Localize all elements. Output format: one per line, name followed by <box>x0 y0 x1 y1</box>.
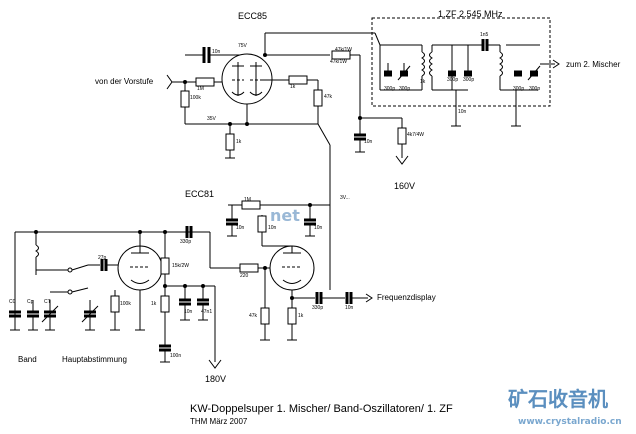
value-label: 1k <box>290 84 296 90</box>
dropping-resistor-4k7 <box>397 127 407 145</box>
supply-arrow-top <box>395 155 409 165</box>
value-label: 300p <box>399 86 411 92</box>
value-label: 10n <box>364 139 373 145</box>
value-label: 27p <box>98 255 107 261</box>
display-arrow <box>365 293 373 303</box>
value-label: 10n <box>236 225 245 231</box>
value-label: 330p <box>180 239 192 245</box>
value-label: 1M <box>244 197 251 203</box>
grid-leak-resistor <box>180 90 190 108</box>
value-label: 100k <box>190 95 201 101</box>
supply-label-bottom: 180V <box>205 374 227 384</box>
ecc85-tube <box>221 53 273 105</box>
if-filter-block <box>371 17 560 127</box>
input-terminal <box>166 74 173 90</box>
value-label: 47k <box>249 313 258 319</box>
value-label: 1k <box>236 139 242 145</box>
supply-arrow-bottom <box>208 359 222 369</box>
value-label: 10n <box>212 49 221 55</box>
ecc81-label: ECC81 <box>185 189 215 199</box>
site-logo: 矿石收音机 <box>508 387 608 411</box>
value-label: 10n <box>184 309 193 315</box>
resistor-1m-bottom <box>241 200 261 210</box>
value-label: 330p <box>312 305 324 311</box>
value-label: CT <box>44 299 51 305</box>
output-signal-label: zum 2. Mischer <box>566 60 621 69</box>
value-label: 220 <box>240 273 249 279</box>
value-label: 1k <box>298 313 304 319</box>
value-label: 47n1 <box>201 309 213 315</box>
value-label: 100k <box>120 301 131 307</box>
tuning-label: Hauptabstimmung <box>62 355 127 364</box>
ecc81-oscillator-stage <box>9 123 373 369</box>
resistor-47k-bottom <box>260 307 270 325</box>
value-label: C0 <box>9 299 16 305</box>
display-signal-label: Frequenzdisplay <box>377 293 436 302</box>
value-label: 75V <box>238 43 247 49</box>
value-label: 300p <box>529 86 541 92</box>
center-watermark: net <box>270 208 300 224</box>
value-label: 300p <box>463 77 475 83</box>
value-label: 300p <box>513 86 525 92</box>
value-label: 1M <box>197 86 204 92</box>
ecc85-label: ECC85 <box>238 11 268 21</box>
band-label: Band <box>18 355 37 364</box>
footer-author: THM März 2007 <box>190 417 248 426</box>
resistor-1k-right <box>287 307 297 325</box>
value-label: 3V... <box>340 195 350 201</box>
value-label: 300p <box>384 86 396 92</box>
if-shield-box <box>371 17 551 107</box>
value-label: 10n <box>345 305 354 311</box>
if-coil-1 <box>421 51 425 77</box>
value-label: 47k/1W <box>330 59 347 65</box>
junction-dots <box>34 53 362 300</box>
input-signal-label: von der Vorstufe <box>95 77 154 86</box>
if-coil-2 <box>499 51 503 77</box>
value-label: 10n <box>458 109 467 115</box>
resistor-100k-bottom <box>110 295 120 313</box>
site-url: www.crystalradio.cn <box>518 417 622 427</box>
grid-resistor-input <box>195 77 215 87</box>
value-label: 47k/1W <box>335 47 352 53</box>
output-arrow <box>552 59 560 69</box>
value-label: 47k <box>324 94 333 100</box>
resistor-15k-2w <box>160 257 170 275</box>
cathode-resistor <box>225 133 235 151</box>
value-label: 10n <box>268 225 277 231</box>
resistor-47k-top <box>313 89 323 107</box>
value-label: 100n <box>170 353 182 359</box>
value-label: 300p <box>447 77 459 83</box>
value-label: 4k7/4W <box>407 132 424 138</box>
value-label: 35V <box>207 116 216 122</box>
value-label: 1n5 <box>480 32 489 38</box>
supply-label-top: 160V <box>394 181 416 191</box>
value-label: 1k <box>151 301 157 307</box>
resistor-1k-left <box>160 295 170 313</box>
ecc85-mixer-stage <box>166 32 409 165</box>
grid-resistor-right <box>288 75 308 85</box>
watermark-mark: net <box>270 206 300 225</box>
band-coil <box>35 244 39 258</box>
value-label: 1k <box>420 79 426 85</box>
resistor-220 <box>239 263 259 273</box>
footer-title: KW-Doppelsuper 1. Mischer/ Band-Oszillat… <box>190 403 453 415</box>
value-label: Cp <box>27 299 34 305</box>
if-stage-label: 1.ZF 2.545 MHz <box>438 9 503 19</box>
value-label: 10n <box>314 225 323 231</box>
value-label: 15k/2W <box>172 263 189 269</box>
